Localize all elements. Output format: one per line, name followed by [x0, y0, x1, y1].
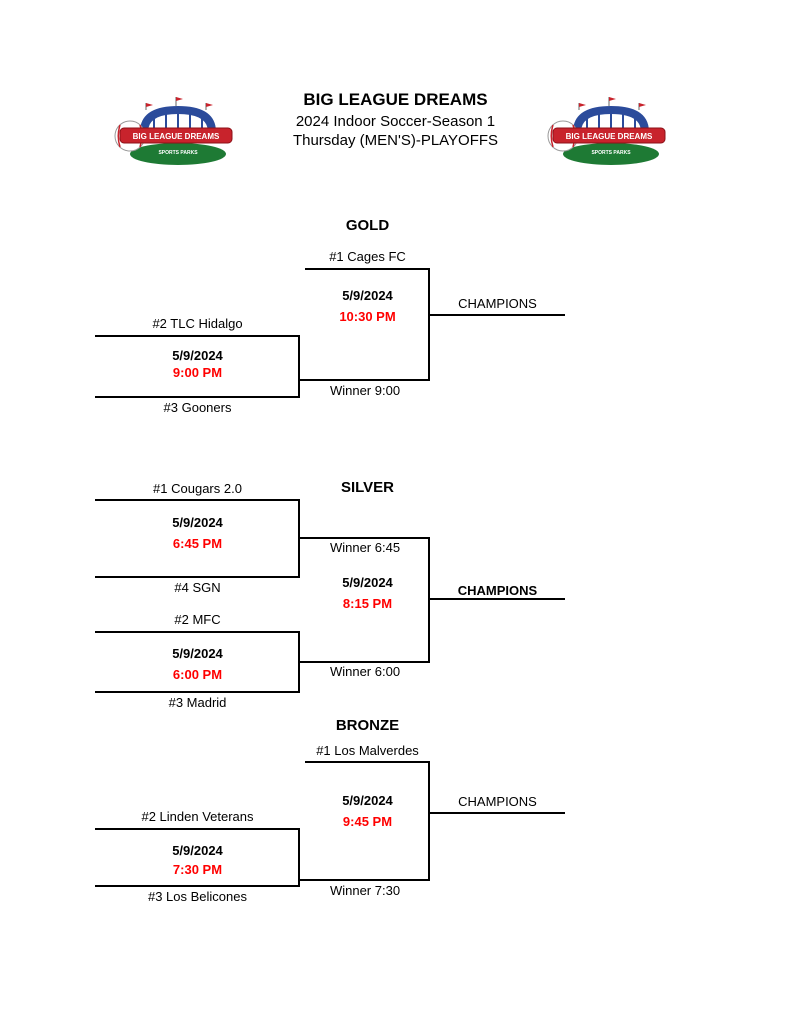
silver-final-time: 8:15 PM [342, 596, 393, 611]
bronze-final-time: 9:45 PM [342, 814, 393, 829]
gold-champions-label: CHAMPIONS [458, 296, 537, 311]
page-title: BIG LEAGUE DREAMS [303, 90, 488, 109]
silver-semi1-bottom-team: #4 SGN [174, 580, 221, 595]
gold-semi-top-team: #2 TLC Hidalgo [152, 316, 243, 331]
bronze-final-top-line [305, 761, 430, 763]
silver-semi2-time: 6:00 PM [172, 667, 223, 682]
bronze-final-top-team: #1 Los Malverdes [316, 743, 419, 758]
logo-banner-text: BIG LEAGUE DREAMS [133, 132, 220, 141]
silver-winner2-line [300, 661, 430, 663]
gold-semi-time: 9:00 PM [172, 365, 223, 380]
bronze-final-bottom-line [300, 879, 430, 881]
gold-final-top-line [305, 268, 430, 270]
bronze-semi-top-line [95, 828, 300, 830]
bronze-semi-bottom-line [95, 885, 300, 887]
gold-final-bottom-line [300, 379, 430, 381]
silver-semi1-top-team: #1 Cougars 2.0 [153, 481, 242, 496]
silver-semi2-date: 5/9/2024 [172, 646, 223, 661]
bronze-final-vline [428, 761, 430, 881]
silver-semi2-bottom-team: #3 Madrid [168, 695, 227, 710]
silver-section-title: SILVER [340, 479, 395, 496]
bronze-final-date: 5/9/2024 [342, 793, 393, 808]
page-subtitle-season: 2024 Indoor Soccer-Season 1 [295, 113, 496, 130]
silver-semi2-bottom-line [95, 691, 300, 693]
silver-semi2-top-line [95, 631, 300, 633]
bronze-champions-label: CHAMPIONS [458, 794, 537, 809]
stadium-icon [140, 97, 216, 132]
gold-semi-vline [298, 335, 300, 398]
silver-winner2-slot: Winner 6:00 [329, 664, 401, 679]
gold-final-time: 10:30 PM [339, 309, 396, 324]
gold-semi-top-line [95, 335, 300, 337]
silver-semi1-bottom-line [95, 576, 300, 578]
silver-semi1-vline [298, 499, 300, 578]
big-league-dreams-logo-left: BIG LEAGUE DREAMS SPORTS PARKS [114, 97, 233, 165]
silver-semi1-top-line [95, 499, 300, 501]
silver-winner1-slot: Winner 6:45 [329, 540, 401, 555]
silver-final-date: 5/9/2024 [342, 575, 393, 590]
gold-semi-date: 5/9/2024 [172, 348, 223, 363]
logo-banner: BIG LEAGUE DREAMS [119, 127, 233, 144]
silver-champions-line [430, 598, 565, 600]
silver-winner1-line [300, 537, 430, 539]
gold-semi-bottom-team: #3 Gooners [163, 400, 232, 415]
silver-semi1-date: 5/9/2024 [172, 515, 223, 530]
logo-subtext: SPORTS PARKS [591, 150, 631, 156]
bronze-semi-vline [298, 828, 300, 887]
page-subtitle-division: Thursday (MEN'S)-PLAYOFFS [292, 132, 499, 149]
bronze-semi-top-team: #2 Linden Veterans [141, 809, 254, 824]
silver-semi1-time: 6:45 PM [172, 536, 223, 551]
field-icon [130, 143, 226, 165]
gold-final-top-team: #1 Cages FC [329, 249, 406, 264]
silver-semi2-vline [298, 631, 300, 693]
gold-final-date: 5/9/2024 [342, 288, 393, 303]
silver-semi2-top-team: #2 MFC [174, 612, 221, 627]
gold-section-title: GOLD [345, 217, 390, 234]
bronze-champions-line [430, 812, 565, 814]
field-icon [563, 143, 659, 165]
bronze-final-bottom-slot: Winner 7:30 [329, 883, 401, 898]
bronze-semi-date: 5/9/2024 [172, 843, 223, 858]
logo-banner-text: BIG LEAGUE DREAMS [566, 132, 653, 141]
gold-semi-bottom-line [95, 396, 300, 398]
bronze-section-title: BRONZE [335, 717, 400, 734]
logo-subtext: SPORTS PARKS [158, 150, 198, 156]
gold-champions-line [430, 314, 565, 316]
silver-champions-label: CHAMPIONS [457, 583, 538, 598]
logo-banner: BIG LEAGUE DREAMS [552, 127, 666, 144]
big-league-dreams-logo-right: BIG LEAGUE DREAMS SPORTS PARKS [547, 97, 666, 165]
silver-final-vline [428, 537, 430, 663]
stadium-icon [573, 97, 649, 132]
gold-final-vline [428, 268, 430, 381]
bronze-semi-time: 7:30 PM [172, 862, 223, 877]
gold-final-bottom-slot: Winner 9:00 [329, 383, 401, 398]
bronze-semi-bottom-team: #3 Los Belicones [147, 889, 247, 904]
